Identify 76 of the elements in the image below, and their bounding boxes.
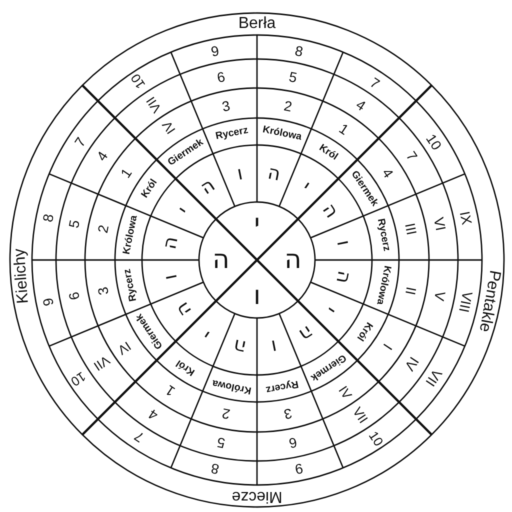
number-label: 2 (95, 224, 111, 235)
number-label: 7 (72, 134, 88, 149)
hebrew-letter: ו (333, 238, 354, 248)
number-label: 9 (293, 461, 304, 477)
number-label: 8 (210, 461, 221, 477)
number-label: 1 (118, 166, 134, 180)
hebrew-letter: ו (235, 164, 244, 184)
hebrew-letter: ה (266, 163, 282, 184)
court-card-label: Królowa (212, 377, 252, 395)
suit-label: Pentakle (476, 268, 503, 334)
number-label: 3 (221, 98, 232, 114)
number-label: 5 (288, 68, 299, 84)
number-label: 1 (337, 121, 352, 138)
number-label: IV (402, 354, 422, 374)
number-label: 5 (66, 218, 82, 229)
number-label: 7 (132, 429, 146, 446)
number-label: 4 (94, 148, 110, 164)
number-label: 1 (162, 382, 177, 399)
number-label: I (380, 342, 394, 353)
number-label: VIII (457, 290, 475, 314)
number-label: VII (424, 367, 445, 390)
number-label: 9 (210, 43, 221, 59)
court-card-label: Królowa (374, 264, 392, 306)
hebrew-letter: ו (253, 283, 261, 309)
suit-label: Miecze (232, 488, 282, 504)
court-card-label: Król (317, 143, 340, 163)
court-card-label: Rycerz (214, 126, 249, 142)
number-label: 2 (221, 406, 232, 422)
hebrew-letter: ה (284, 247, 302, 273)
hebrew-letter: י (201, 324, 216, 342)
court-card-label: Rycerz (374, 218, 392, 252)
number-label: V (432, 290, 448, 302)
number-label: II (403, 285, 419, 296)
number-label: 6 (215, 68, 226, 84)
number-label: 8 (293, 43, 304, 59)
number-label: 6 (288, 436, 299, 452)
number-label: 10 (424, 131, 444, 152)
court-card-label: Rycerz (122, 268, 140, 302)
number-label: 4 (146, 407, 160, 424)
hebrew-letter: י (254, 211, 260, 237)
suit-label: Kielichy (12, 248, 32, 305)
hebrew-letter: ה (172, 298, 196, 320)
number-label: IV VII 10 (128, 72, 178, 136)
hebrew-letter: ה (212, 247, 230, 273)
court-card-label: Królowa (262, 125, 302, 143)
number-label: IV VII 10 (336, 384, 386, 448)
hebrew-letter: ו (160, 272, 180, 282)
hebrew-letter: י (174, 204, 193, 218)
hebrew-letter: ה (318, 200, 342, 222)
number-label: 7 (368, 74, 382, 91)
number-label: 4 (380, 166, 396, 180)
number-label: IX (458, 210, 474, 226)
number-label: 4 (354, 96, 368, 112)
number-label: 6 (66, 291, 82, 302)
number-label: 3 (282, 406, 293, 422)
court-card-label: Rycerz (265, 378, 300, 394)
suit-label: Berła (238, 16, 276, 32)
number-label: VI (432, 216, 449, 232)
number-label: IV VII 10 (68, 340, 134, 389)
court-card-label: Król (174, 357, 197, 377)
number-label: 7 (404, 148, 420, 164)
number-label: III (402, 222, 419, 236)
hebrew-letter: ה (295, 322, 316, 344)
hebrew-letter: י (298, 178, 313, 196)
hebrew-letter: ה (198, 175, 219, 198)
hebrew-letter: י (321, 302, 340, 316)
hebrew-letter: ה (332, 269, 354, 286)
number-label: 2 (282, 98, 293, 114)
court-card-label: Królowa (122, 214, 140, 256)
number-label: 8 (40, 213, 56, 224)
hebrew-letter: ה (232, 336, 248, 357)
hebrew-letter: ה (160, 234, 182, 251)
number-label: 9 (40, 296, 56, 307)
number-label: 5 (215, 436, 226, 452)
number-label: 3 (95, 285, 111, 296)
hebrew-letter: ו (270, 336, 279, 356)
